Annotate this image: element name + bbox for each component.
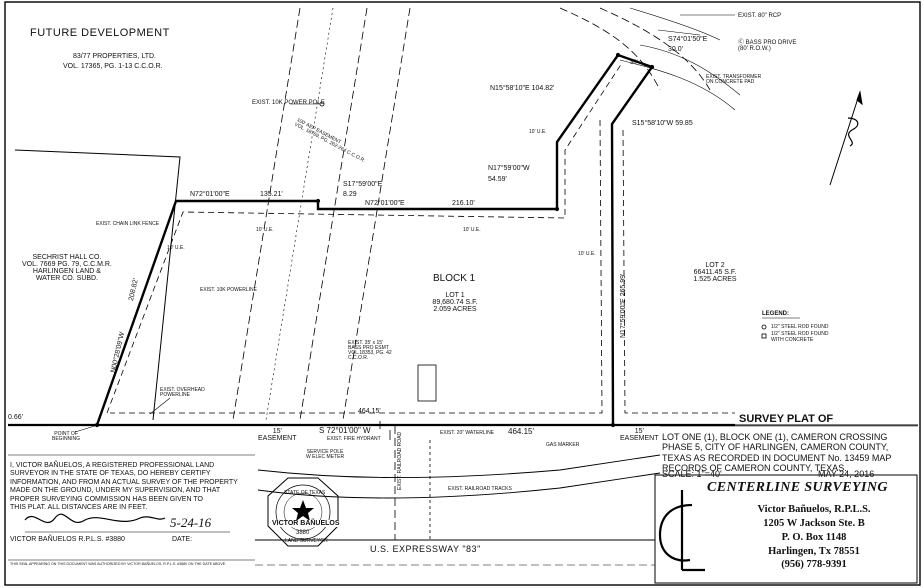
survey-date: MAY 24, 2016 <box>818 469 875 479</box>
power-pole-label: EXIST. 10K POWER POLE <box>252 100 325 106</box>
distance-46415-top: 464.15' <box>358 408 381 415</box>
aep-easement-line <box>232 7 301 421</box>
distance-46415-bottom: 464.15' <box>508 427 534 436</box>
signature-date: 5-24-16 <box>170 515 212 530</box>
rcp-label: EXIST. 80" RCP <box>738 13 782 19</box>
distance-300: 30.0' <box>668 46 683 53</box>
railroad-road-label: EXIST. RAILROAD ROAD <box>397 431 403 490</box>
legend-item-rod-concrete: 1/2" STEEL ROD FOUND <box>771 331 829 337</box>
seal-outline <box>267 477 339 547</box>
distance-066: 0.66' <box>8 414 23 421</box>
company-name: CENTERLINE SURVEYING <box>707 480 888 495</box>
ue-label-3: 10' U.E. <box>463 227 481 233</box>
legend-title: LEGEND: <box>762 311 789 317</box>
radius-30: 30' <box>630 60 638 66</box>
owner-name: 83/77 PROPERTIES, LTD. <box>73 53 156 60</box>
distance-829: 8.29 <box>343 191 357 198</box>
legend-item-rod: 1/2" STEEL ROD FOUND <box>771 324 829 330</box>
lot1-label: LOT 1 89,680.74 S.F. 2.059 ACRES <box>432 292 478 313</box>
overhead-powerline-label: EXIST. OVERHEAD POWERLINE <box>160 387 205 398</box>
certification-text: I, VICTOR BAÑUELOS, A REGISTERED PROFESS… <box>10 462 238 511</box>
bearing-s17: S17°59'00"E <box>343 181 383 188</box>
sechrist-label: SECHRIST HALL CO. VOL. 7669 PG. 79, C.C.… <box>22 254 112 282</box>
signature-scribble <box>24 513 166 524</box>
distance-5459: 54.59' <box>488 176 507 183</box>
sechrist-parcel-line <box>14 149 181 421</box>
seal-top: STATE OF TEXAS <box>284 490 326 496</box>
block-label: BLOCK 1 <box>433 273 476 284</box>
cl-logo <box>658 490 705 572</box>
seal-bottom: LAND SURVEYOR <box>285 538 328 544</box>
fire-hydrant-label: EXIST. FIRE HYDRANT <box>327 436 381 442</box>
railroad-tracks-label: EXIST. RAILROAD TRACKS <box>448 486 512 492</box>
bearing-n72-top: N72°01'00"E <box>190 191 230 198</box>
ue-label-4: 10' U.E. <box>578 251 596 257</box>
expressway-label: U.S. EXPRESSWAY "83" <box>370 544 481 554</box>
survey-plat-heading: SURVEY PLAT OF <box>739 413 834 425</box>
bearing-s74: S74°01'50"E <box>668 36 708 43</box>
waterline-label: EXIST. 20" WATERLINE <box>440 430 495 436</box>
lot2-label: LOT 2 66411.45 S.F. 1.525 ACRES <box>693 262 737 283</box>
service-pole-label: SERVICE POLE W ELEC METER <box>306 449 345 460</box>
bearing-s72: S 72°01'00" W <box>319 426 371 435</box>
legend-item-concrete: WITH CONCRETE <box>771 337 814 343</box>
bass-esmt-box <box>417 364 437 402</box>
company-box <box>654 474 918 584</box>
rod-found-symbol <box>761 324 767 330</box>
bearing-n17w: N17°59'00"W <box>488 165 530 172</box>
utility-easement-line <box>106 62 623 414</box>
owner-volume: VOL. 17365, PG. 1-13 C.C.O.R. <box>63 63 163 70</box>
transformer-label: EXIST. TRANSFORMER ON CONCRETE PAD <box>706 74 762 85</box>
seal-number: 3880 <box>296 530 310 536</box>
powerline-label: EXIST. 10K POWERLINE <box>200 287 257 293</box>
bearing-s15: S15°58'10"W 59.85 <box>632 120 693 127</box>
bass-esmt-label: EXIST. 35' x 15' BASS PRO ESMT VOL.18353… <box>348 340 392 361</box>
easement-label-left: 15' EASEMENT <box>258 428 297 442</box>
page-border <box>4 1 921 586</box>
lot1-boundary <box>95 53 654 426</box>
easement-label-right: 15' EASEMENT <box>620 428 659 442</box>
scale-label: SCALE: 1"=40' <box>662 469 722 479</box>
future-development-label: FUTURE DEVELOPMENT <box>30 27 170 39</box>
gas-marker-label: GAS MARKER <box>546 442 580 448</box>
bass-pro-drive-curve <box>559 7 661 91</box>
bearing-n72-mid: N72°01'00"E <box>365 200 405 207</box>
ue-label-1: 10' U.E. <box>529 129 547 135</box>
bearing-n17e: N17°59'00"E 265.99' <box>620 273 627 338</box>
railroad-tracks <box>257 454 661 479</box>
distance-216: 216.10' <box>452 200 475 207</box>
signer-name: VICTOR BAÑUELOS R.P.L.S. #3880 <box>10 536 125 543</box>
survey-description: LOT ONE (1), BLOCK ONE (1), CAMERON CROS… <box>662 432 892 474</box>
date-label: DATE: <box>172 536 193 543</box>
distance-135: 135.21' <box>260 191 283 198</box>
bass-drive-label: Ⓒ BASS PRO DRIVE (80' R.O.W.) <box>738 40 797 52</box>
fine-print: THIS SEAL APPEARING ON THIS DOCUMENT WAS… <box>10 562 227 566</box>
chain-fence-label: EXIST. CHAIN LINK FENCE <box>96 221 160 227</box>
north-arrow <box>829 90 863 186</box>
rod-concrete-symbol <box>761 333 767 339</box>
ue-label-2: 10' U.E. <box>256 227 274 233</box>
seal-name: VICTOR BAÑUELOS <box>272 520 340 527</box>
point-beginning-label: POINT OF BEGINNING <box>52 431 81 442</box>
company-details: Victor Bañuelos, R.P.L.S. 1205 W Jackson… <box>757 504 871 571</box>
ue-label-5: 10' U.E. <box>167 245 185 251</box>
bearing-n15: N15°58'10"E 104.82' <box>490 85 555 92</box>
